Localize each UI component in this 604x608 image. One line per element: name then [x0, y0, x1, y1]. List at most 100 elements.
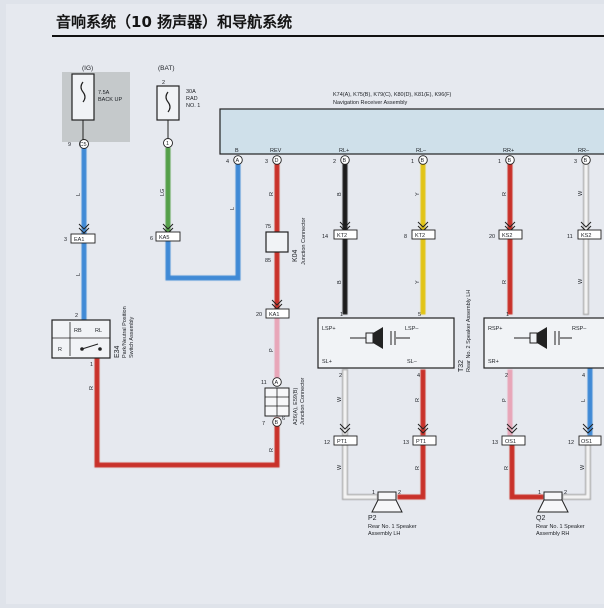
fuse-ig-pin: 9 [68, 142, 71, 148]
receiver-parts: K74(A), K75(B), K79(C), K80(D), K81(E), … [333, 92, 451, 98]
amp-lh-pin-br: 4 [417, 373, 420, 379]
wire-white-q2 [563, 445, 590, 499]
connector-pin: 11 [567, 234, 573, 240]
wire-label-l-lower: L [76, 273, 82, 276]
connector-box [412, 435, 437, 446]
fuse-bat-name: RAD [186, 96, 198, 102]
wire-label-w-rr-upper: W [578, 190, 584, 196]
connector-box [70, 233, 96, 244]
fuse-bat-icon [165, 91, 171, 113]
amp-lh-sl-pos: SL+ [322, 359, 332, 365]
wire-label-b-lower: B [337, 280, 343, 284]
connector-box [411, 229, 436, 240]
receiver-term-rr-neg: RR– 3 B [574, 148, 591, 165]
connector-pin: 20 [256, 312, 262, 318]
e34-box [51, 319, 111, 359]
wire-label-l-upper: L [76, 193, 82, 196]
e34-contact-rb: RB [74, 328, 82, 334]
spk-p2-name2: Assembly LH [368, 531, 400, 537]
amp-rh-rsp-pos: RSP+ [488, 326, 503, 332]
amp-rh-pin-tl: 1 [506, 312, 509, 318]
connector-code: KA5 [159, 235, 169, 241]
e34-group: 2 RB RL R 1 E34 Park/Neutral Position Sw… [51, 306, 135, 368]
connector-box [501, 435, 526, 446]
receiver-term-label: RR+ [503, 148, 514, 154]
a26-bottom-connector [272, 417, 282, 427]
fuse-ig-box [71, 73, 95, 121]
receiver-term-label: REV [270, 148, 282, 154]
receiver-term-conn: D [275, 158, 279, 164]
wire-label-l-rh: L [581, 399, 587, 402]
e34-contact-r: R [58, 347, 62, 353]
wire-label-r-p2: R [415, 466, 421, 470]
receiver-term-conn: B [584, 158, 588, 164]
spk-q2-pin2: 2 [564, 490, 567, 496]
speaker-icon [514, 327, 572, 349]
amp-lh-pin-tl: 1 [340, 312, 343, 318]
chevron-icon [582, 423, 594, 434]
chevron-icon [417, 423, 429, 434]
fuse-ig-group: (IG) 7.5A BACK UP 9 C5 [62, 65, 130, 149]
connector-box [578, 435, 602, 446]
fuse-bat-supply: (BAT) [158, 65, 175, 72]
wire-label-b-upper: B [337, 192, 343, 196]
receiver-term-connector [581, 155, 591, 165]
e34-contact-rl: RL [95, 328, 102, 334]
fuse-ig-icon [80, 81, 86, 103]
receiver-name: Navigation Receiver Assembly [333, 100, 408, 106]
wire-label-w-lh: W [337, 396, 343, 402]
connector-code: EA1 [74, 237, 84, 243]
amp-lh-group: 1 5 LSP+ LSP– SL+ SL– 2 4 T32 Rear No. 2… [317, 290, 472, 379]
a26-conn-top: A [275, 380, 279, 386]
wire-label-lg: LG [160, 189, 166, 196]
amp-lh-box [317, 317, 455, 369]
chevron-icon [78, 223, 90, 234]
wire-label-r-a26: R [269, 448, 275, 452]
wire-label-w-rr-lower: W [578, 278, 584, 284]
spk-q2-pin1: 1 [538, 490, 541, 496]
receiver-term-pin: 1 [411, 159, 414, 165]
receiver-term-pin: 3 [574, 159, 577, 165]
amp-lh-lsp-neg: LSP– [405, 326, 419, 332]
e34-pin-bottom: 1 [90, 362, 93, 368]
receiver-term-connector [233, 155, 243, 165]
connector-kt2-a: 14 KT2 [322, 221, 358, 240]
connector-box [577, 229, 602, 240]
speaker-icon [537, 491, 569, 513]
connector-code: KT2 [415, 233, 425, 239]
wire-red-p2 [397, 444, 426, 500]
receiver-term-connector [272, 155, 282, 165]
connector-pt1-b: 13 PT1 [403, 423, 437, 446]
connector-code: KA1 [269, 312, 279, 318]
fuse-ig-name: BACK UP [98, 97, 122, 103]
wire-label-r-bottom: R [89, 386, 95, 390]
a26-group: 11 A 7 B 6 A26(A), E59(B) Junction Conne… [261, 377, 306, 427]
amp-rh-pin-bl: 2 [505, 373, 508, 379]
amp-lh-name: Rear No. 2 Speaker Assembly LH [466, 290, 472, 372]
fuse-ig-rating: 7.5A [98, 90, 110, 96]
connector-box [333, 435, 358, 446]
connector-ka1: 20 KA1 [256, 299, 290, 319]
receiver-group: K74(A), K75(B), K79(C), K80(D), K81(E), … [219, 92, 604, 165]
k04-group: 75 85 K04 Junction Connector [265, 217, 307, 265]
spk-p2-part: P2 [368, 515, 377, 522]
wire-color-labels: L L LG L R P B B Y Y R R W W W R P L R R… [76, 189, 587, 470]
a26-conn-bottom: B [275, 420, 279, 426]
k04-label: K04 [292, 249, 299, 262]
connector-box [265, 308, 290, 319]
connector-code: PT1 [416, 439, 426, 445]
receiver-term-conn: B [508, 158, 512, 164]
connector-ea1: 3 EA1 [64, 223, 96, 244]
connector-box [155, 231, 181, 242]
chevron-icon [339, 423, 351, 434]
receiver-term-pin: 1 [498, 159, 501, 165]
a26-top-connector [272, 377, 282, 387]
connector-ks2-b: 11 KS2 [567, 221, 602, 240]
receiver-term-pin: 2 [333, 159, 336, 165]
wire-blue-receiver-b [165, 159, 241, 281]
fuse-ig-conn: C5 [80, 142, 87, 148]
wire-label-r-rev: R [269, 192, 275, 196]
wire-red-q2 [509, 444, 544, 500]
connector-kt2-b: 8 KT2 [404, 221, 436, 240]
